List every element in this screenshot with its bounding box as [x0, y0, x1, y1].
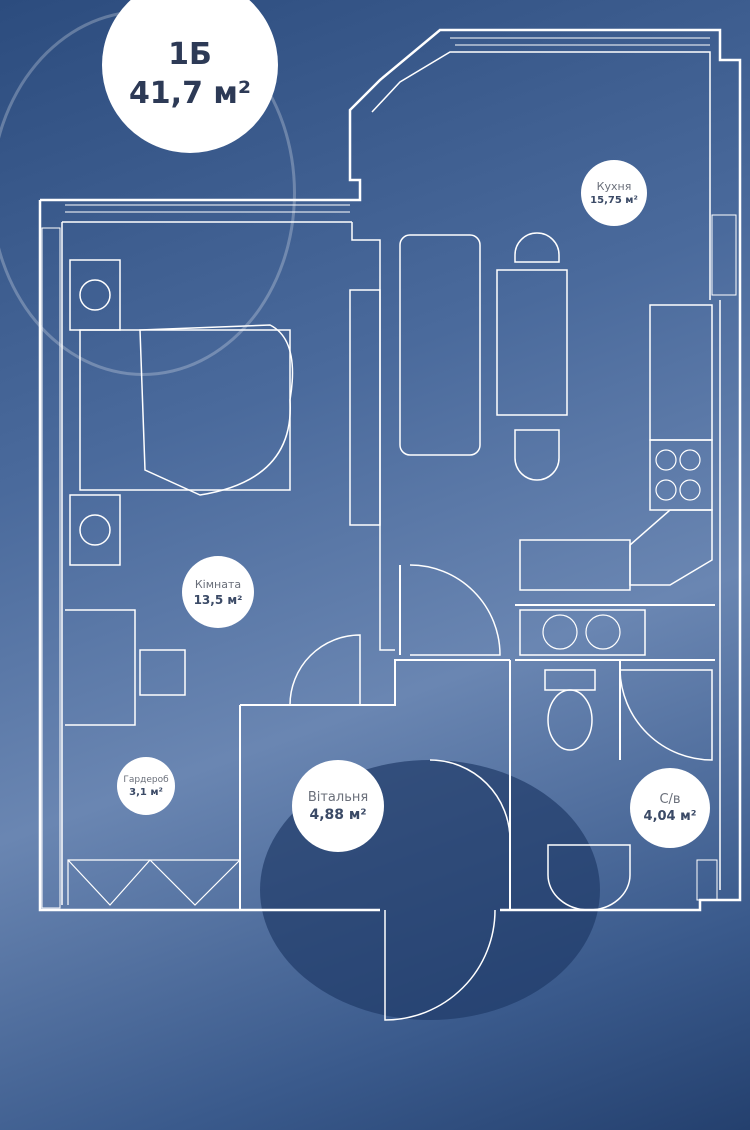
room-badge-room: Кімната 13,5 м²: [182, 556, 254, 628]
apartment-type: 1Б: [168, 37, 212, 72]
washbasin: [547, 844, 631, 911]
room-badge-living: Вітальня 4,88 м²: [292, 760, 384, 852]
room-name: Гардероб: [123, 774, 169, 785]
counter: [519, 539, 631, 591]
blanket: [139, 324, 294, 496]
dining-table: [496, 269, 568, 416]
toilet-tank: [544, 669, 596, 691]
wardrobe-hangers: [67, 859, 241, 906]
room-badge-kitchen: Кухня 15,75 м²: [581, 160, 647, 226]
window: [65, 204, 350, 213]
entrance-door: [384, 909, 496, 1021]
outer-wall-inner: [61, 51, 721, 905]
wardrobe: [349, 289, 381, 526]
room-badge-wardrobe: Гардероб 3,1 м²: [117, 757, 175, 815]
room-area: 4,04 м²: [643, 809, 697, 824]
door: [409, 564, 501, 656]
window: [450, 37, 710, 46]
hatched-wall: [41, 227, 61, 909]
fridge: [649, 304, 713, 441]
sofa: [399, 234, 481, 456]
chair: [514, 232, 560, 263]
room-badge-bathroom: С/в 4,04 м²: [630, 768, 710, 848]
room-name: Вітальня: [307, 789, 369, 805]
room-area: 15,75 м²: [590, 195, 638, 206]
toilet: [547, 689, 593, 751]
shower: [619, 669, 713, 761]
apartment-total-area: 41,7 м²: [128, 76, 252, 111]
chair: [514, 429, 560, 481]
room-area: 3,1 м²: [129, 786, 163, 798]
hatched-wall: [711, 214, 737, 296]
door: [429, 759, 511, 841]
hatched-wall: [696, 859, 718, 901]
desk-chair: [139, 649, 186, 696]
room-name: Кімната: [194, 577, 242, 591]
apartment-badge: 1Б 41,7 м²: [102, 0, 278, 153]
partition: [239, 565, 715, 910]
washer: [519, 609, 646, 656]
room-area: 4,88 м²: [309, 806, 367, 823]
door: [289, 634, 361, 706]
nightstand: [69, 494, 121, 566]
bed: [79, 329, 291, 491]
sink: [629, 509, 713, 586]
room-area: 13,5 м²: [193, 592, 243, 607]
stove: [649, 439, 713, 511]
wardrobe-partition: [65, 609, 136, 726]
nightstand: [69, 259, 121, 331]
room-name: С/в: [659, 792, 681, 807]
room-name: Кухня: [596, 180, 632, 193]
